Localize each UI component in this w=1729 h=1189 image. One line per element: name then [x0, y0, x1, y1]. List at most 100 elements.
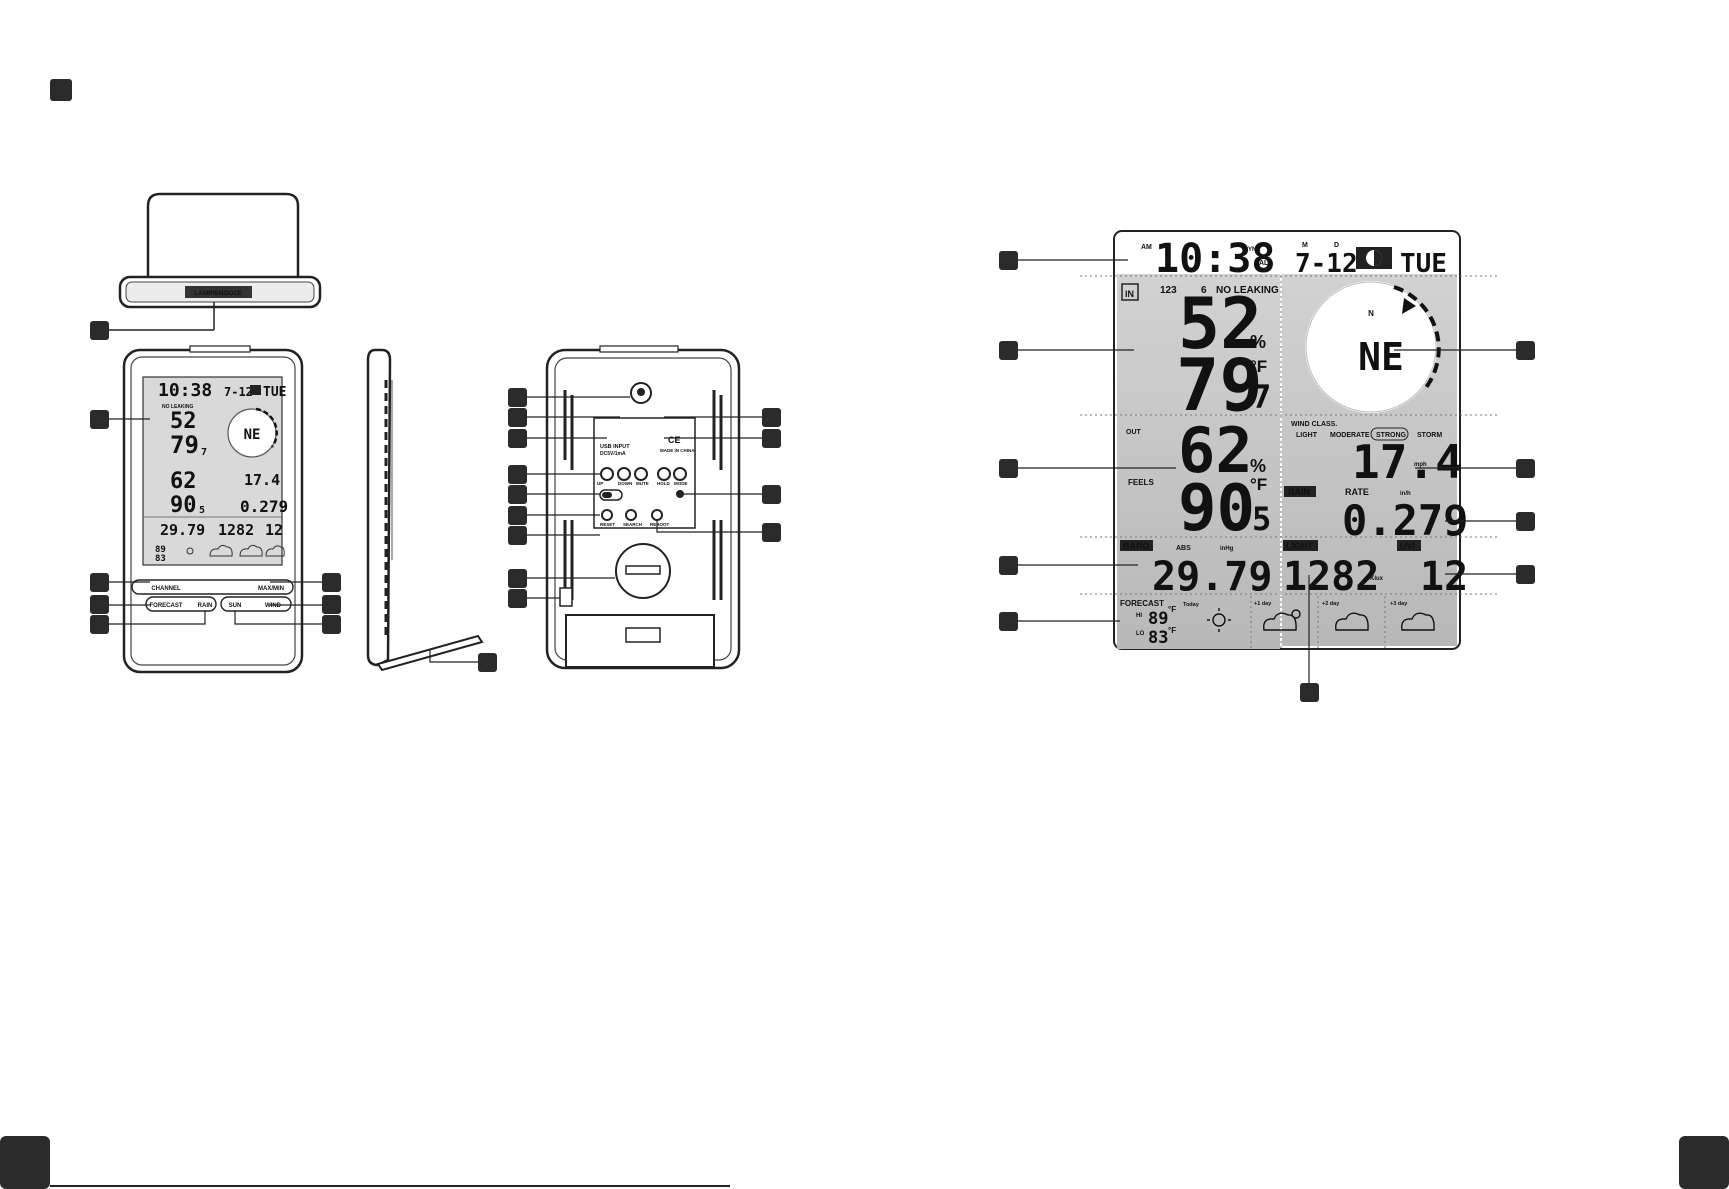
- svg-text:UVI: UVI: [1400, 541, 1415, 551]
- svg-text:%: %: [1250, 332, 1266, 352]
- svg-text:MADE IN CHINA: MADE IN CHINA: [660, 448, 695, 453]
- mini-time: 10:38: [158, 380, 212, 401]
- callout-marker: [90, 573, 109, 592]
- lcd-date: 7-12: [1295, 249, 1358, 279]
- svg-text:DC5V/1mA: DC5V/1mA: [600, 451, 626, 457]
- lcd-indoor-humidity: 52: [1178, 283, 1262, 365]
- callout-marker: [322, 595, 341, 614]
- mini-date: 7-12: [224, 385, 253, 399]
- side-view-drawing: [366, 348, 497, 672]
- mini-outdoor-humidity: 62: [170, 469, 197, 494]
- svg-text:83: 83: [155, 554, 166, 564]
- svg-text:AM: AM: [1141, 244, 1152, 251]
- lcd-weekday: TUE: [1400, 249, 1447, 279]
- mini-uvi: 12: [265, 521, 283, 539]
- svg-text:+2 day: +2 day: [1322, 601, 1340, 607]
- mini-leak: NO LEAKING: [162, 404, 194, 410]
- callout-marker: [478, 653, 497, 672]
- svg-text:NO LEAKING: NO LEAKING: [1216, 285, 1279, 296]
- wind-button-label: WIND: [265, 603, 282, 609]
- svg-text:SEARCH: SEARCH: [623, 522, 642, 527]
- mini-wind-dir: NE: [244, 427, 261, 443]
- lcd-wind-dir: NE: [1358, 335, 1404, 379]
- svg-text:Klux: Klux: [1370, 576, 1384, 582]
- svg-text:FORECAST: FORECAST: [1120, 599, 1164, 608]
- svg-text:°F: °F: [1168, 605, 1176, 614]
- back-callout-markers: [508, 388, 781, 608]
- svg-text:LO: LO: [1136, 631, 1145, 637]
- sun-button-label: SUN: [229, 603, 242, 609]
- svg-text:Today: Today: [1183, 602, 1200, 608]
- svg-text:7: 7: [201, 447, 207, 458]
- svg-text:DOWN: DOWN: [618, 481, 632, 486]
- svg-text:STORM: STORM: [1417, 432, 1442, 439]
- section-marker: [50, 79, 72, 101]
- svg-text:89: 89: [1148, 609, 1168, 629]
- page-tab-left: [0, 1136, 50, 1189]
- svg-text:LIGHT: LIGHT: [1296, 432, 1318, 439]
- svg-text:5: 5: [1252, 500, 1271, 538]
- svg-text:MUTE: MUTE: [636, 481, 649, 486]
- svg-text:+3 day: +3 day: [1390, 601, 1408, 607]
- svg-text:M: M: [1302, 242, 1308, 249]
- mini-feels-temp: 90: [170, 493, 197, 518]
- svg-text:RAIN: RAIN: [1288, 487, 1310, 497]
- callout-marker: [322, 573, 341, 592]
- svg-text:123: 123: [1160, 285, 1177, 296]
- svg-text:MODERATE: MODERATE: [1330, 432, 1370, 439]
- svg-text:LIGHT: LIGHT: [1286, 541, 1313, 551]
- lcd-display: AM 10:38 SYNC AL M D 7-12 TUE IN 123 6 N…: [999, 230, 1535, 702]
- callout-marker: [90, 321, 109, 340]
- front-view-drawing: 10:38 7-12 TUE NO LEAKING 52 79 7 NE 62 …: [90, 345, 341, 674]
- svg-text:WIND CLASS.: WIND CLASS.: [1291, 421, 1337, 428]
- svg-text:89: 89: [155, 545, 166, 555]
- lcd-callout-markers: [999, 251, 1535, 702]
- mini-light: 1282: [218, 521, 254, 539]
- svg-text:MODE: MODE: [674, 481, 688, 486]
- svg-text:D: D: [1334, 242, 1339, 249]
- mini-rain-value: 0.279: [240, 497, 288, 516]
- svg-text:HI: HI: [1136, 613, 1142, 619]
- mini-indoor-humidity: 52: [170, 409, 197, 434]
- svg-text:in/h: in/h: [1400, 491, 1411, 497]
- svg-text:+1 day: +1 day: [1254, 601, 1272, 607]
- svg-text:RATE: RATE: [1345, 487, 1369, 497]
- svg-text:N: N: [1368, 309, 1374, 318]
- mini-weekday: TUE: [263, 385, 286, 400]
- svg-text:7: 7: [1252, 378, 1271, 416]
- svg-text:REBOOT: REBOOT: [650, 522, 670, 527]
- maxmin-button-label: MAX/MIN: [258, 586, 284, 592]
- rain-button-label: RAIN: [198, 603, 213, 609]
- svg-text:UP: UP: [597, 481, 603, 486]
- svg-text:mph: mph: [1414, 462, 1427, 468]
- mini-indoor-temp: 79: [170, 431, 199, 459]
- svg-text:USB INPUT: USB INPUT: [600, 444, 630, 450]
- svg-text:SYNC: SYNC: [1244, 247, 1261, 253]
- svg-text:IN: IN: [1125, 289, 1134, 299]
- lcd-time: 10:38: [1155, 236, 1275, 282]
- svg-text:°F: °F: [1168, 626, 1176, 635]
- back-view-drawing: USB INPUT DC5V/1mA CE MADE IN CHINA UP D…: [508, 345, 781, 670]
- svg-text:°F: °F: [1250, 475, 1267, 494]
- lcd-feels-temp: 90: [1178, 472, 1255, 546]
- lcd-uvi: 12: [1420, 554, 1468, 600]
- channel-button-label: CHANNEL: [151, 586, 181, 592]
- mini-wind-speed: 17.4: [244, 471, 280, 489]
- svg-text:6: 6: [1201, 285, 1207, 296]
- lcd-wind-speed: 17.4: [1352, 435, 1463, 489]
- callout-marker: [90, 410, 109, 429]
- callout-marker: [90, 615, 109, 634]
- svg-text:ABS: ABS: [1176, 545, 1191, 552]
- svg-text:AL: AL: [1259, 260, 1269, 267]
- svg-text:5: 5: [199, 505, 205, 516]
- svg-text:OUT: OUT: [1126, 429, 1142, 436]
- svg-text:inHg: inHg: [1220, 546, 1234, 552]
- lcd-baro: 29.79: [1152, 554, 1272, 600]
- top-view-drawing: LAMP/SNOOZE: [90, 192, 322, 340]
- callout-marker: [322, 615, 341, 634]
- svg-text:STRONG: STRONG: [1376, 432, 1407, 439]
- svg-text:RESET: RESET: [600, 522, 615, 527]
- lcd-indoor-temp: 79: [1176, 343, 1263, 427]
- svg-text:CE: CE: [668, 435, 681, 445]
